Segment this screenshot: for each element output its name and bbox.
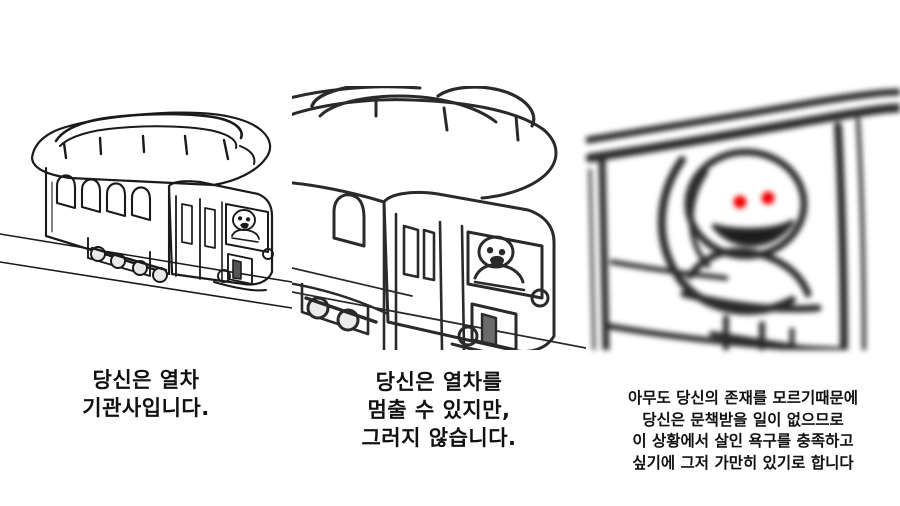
trolley-cab-block — [382, 190, 556, 350]
headlight — [457, 325, 479, 347]
side-window-3 — [105, 182, 127, 218]
track-line-near — [292, 291, 586, 349]
panel-3: 아무도 당신의 존재를 모르기때문에 당신은 문책받을 일이 없으므로 이 상황… — [586, 0, 900, 506]
clerestory-post-1 — [62, 141, 68, 160]
clerestory-post-2 — [442, 106, 449, 132]
front-vent — [480, 312, 498, 347]
trolley-side-bottom — [44, 234, 171, 276]
headlight — [217, 269, 231, 283]
caption-line: 싶기에 그저 가만히 있기로 합니다 — [632, 453, 854, 472]
trolley-roof-canopy — [292, 98, 558, 200]
door-window-2 — [422, 228, 436, 282]
cab-door-edge-3 — [460, 224, 466, 350]
door-window-1 — [402, 224, 420, 279]
side-bottom-edge — [292, 282, 390, 316]
caption-line: 멈출 수 있지만, — [367, 398, 511, 422]
side-window-2 — [80, 178, 102, 214]
side-window-1 — [332, 193, 366, 248]
track-line-far — [292, 267, 413, 297]
roof-lower-bar — [586, 103, 900, 163]
driver-head — [684, 148, 808, 260]
axle-beam — [304, 296, 378, 324]
driver-window-frame — [225, 203, 269, 253]
clerestory-lower-edge — [318, 94, 498, 124]
front-lamp-side — [262, 248, 274, 260]
panel-1: 당신은 열차 기관사입니다. — [0, 0, 292, 506]
driver-mouth-evil-grin — [711, 219, 795, 247]
driver-eye-left-red — [733, 195, 747, 209]
track-line-far — [0, 233, 292, 283]
panel-1-caption: 당신은 열차 기관사입니다. — [0, 366, 292, 422]
inner-panel-edge — [609, 259, 729, 281]
axle-beam — [90, 246, 168, 272]
driver-shoulders — [473, 263, 525, 284]
clerestory-front-dome — [436, 86, 536, 128]
driver-shoulders — [686, 247, 812, 298]
door-window-2 — [204, 207, 216, 249]
driver-eye-left — [237, 216, 243, 221]
caption-line: 당신은 열차 — [92, 368, 200, 392]
driver-head — [477, 235, 515, 269]
clerestory-post-5 — [222, 138, 230, 161]
caption-line: 기관사입니다. — [82, 396, 210, 420]
trolley-wide-shot-art — [0, 86, 292, 350]
roof-upper-edge — [292, 86, 422, 99]
driver-eye-right-red — [761, 191, 775, 205]
driver-window-frame — [466, 230, 544, 300]
driver-figure-panel1 — [231, 209, 260, 243]
caption-line: 그러지 않습니다. — [361, 426, 517, 450]
driver-shoulders — [231, 228, 260, 240]
caption-line: 당신은 문책받을 일이 없으므로 — [642, 410, 844, 429]
driver-arm — [680, 290, 822, 313]
door-window-1 — [181, 203, 193, 245]
side-window-4 — [130, 186, 152, 222]
side-belt-line — [292, 181, 386, 204]
clerestory-post-4 — [183, 134, 189, 156]
cab-post-left — [598, 152, 610, 350]
window-sill — [605, 323, 847, 350]
driver-mouth — [240, 222, 249, 229]
side-window-1 — [55, 174, 77, 210]
trolley-medium-shot-art — [292, 86, 586, 350]
clerestory-top-edge — [54, 112, 243, 143]
roof-upper-bar — [586, 88, 900, 144]
driver-figure-panel3 — [680, 148, 822, 313]
driver-eye-left — [486, 247, 494, 254]
track-line-near — [0, 261, 292, 309]
clerestory-post-2 — [98, 136, 103, 156]
cab-post-left-inner — [588, 168, 596, 350]
trolley-cab-block — [167, 180, 274, 286]
driver-eye-right — [245, 217, 251, 222]
caption-line: 아무도 당신의 존재를 모르기때문에 — [627, 389, 859, 407]
driver-arm — [473, 280, 526, 292]
front-fender — [450, 342, 484, 350]
driver-arm — [231, 237, 259, 243]
cab-door-edge-2 — [438, 220, 444, 350]
driver-eye-right — [498, 249, 506, 256]
cab-post-right — [834, 122, 848, 350]
driver-figure-panel2 — [473, 235, 526, 292]
caption-line: 당신은 열차를 — [375, 370, 503, 394]
caption-line: 이 상황에서 살인 욕구를 충족하고 — [632, 432, 854, 450]
clerestory-top-edge — [310, 86, 373, 108]
front-fender — [213, 281, 267, 292]
front-vent — [232, 259, 242, 280]
driver-face-extreme-closeup-art — [586, 86, 900, 350]
cab-glass-curve — [657, 156, 796, 315]
roof-rear-curve — [239, 145, 256, 165]
clerestory-post-3 — [141, 134, 146, 154]
clerestory-post-3 — [514, 114, 520, 142]
panel-2: 당신은 열차를 멈출 수 있지만, 그러지 않습니다. — [292, 0, 586, 506]
cab-post-right-outer — [856, 118, 866, 350]
clerestory-lower-edge — [59, 125, 238, 149]
panel-2-caption: 당신은 열차를 멈출 수 있지만, 그러지 않습니다. — [292, 368, 586, 452]
front-lamp-side — [530, 288, 550, 308]
panel-3-caption: 아무도 당신의 존재를 모르기때문에 당신은 문책받을 일이 없으므로 이 상황… — [586, 388, 900, 474]
